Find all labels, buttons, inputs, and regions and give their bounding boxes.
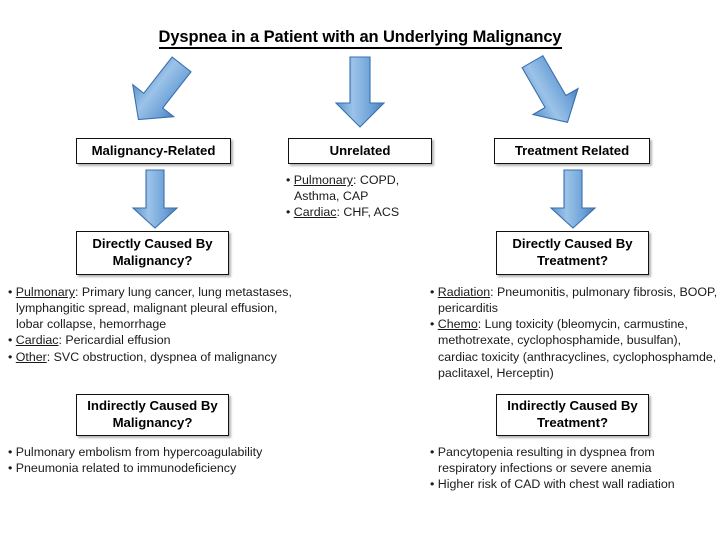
list-item: • Higher risk of CAD with chest wall rad… [430,477,675,492]
list-item: • Pulmonary: Primary lung cancer, lung m… [8,285,292,332]
box-directly-caused-by-treatment[interactable]: Directly Caused By Treatment? [496,231,649,275]
item-text: : Primary lung cancer, lung metastases, … [16,285,292,332]
box-indirectly-caused-by-malignancy-label: Indirectly Caused By Malignancy? [87,398,218,430]
list-item: • Pulmonary embolism from hypercoagulabi… [8,445,263,459]
box-malignancy-related[interactable]: Malignancy-Related [76,138,231,164]
item-text: Pneumonia related to immunodeficiency [15,461,237,476]
malignancy-indirect-items: • Pulmonary embolism from hypercoagulabi… [8,444,313,476]
box-indirectly-caused-by-treatment-label: Indirectly Caused By Treatment? [507,398,638,430]
malignancy-direct-items: • Pulmonary: Primary lung cancer, lung m… [8,284,308,365]
arrow-down-icon [129,168,181,230]
arrow-down-left-icon [118,53,202,131]
box-indirectly-caused-by-malignancy[interactable]: Indirectly Caused By Malignancy? [76,394,229,436]
item-text: : CHF, ACS [336,205,400,220]
list-item: • Chemo: Lung toxicity (bleomycin, carmu… [430,317,717,380]
box-unrelated[interactable]: Unrelated [288,138,432,164]
item-text: : SVC obstruction, dyspnea of malignancy [46,349,277,364]
diagram-title-text: Dyspnea in a Patient with an Underlying … [158,28,562,49]
box-treatment-related[interactable]: Treatment Related [494,138,650,164]
box-indirectly-caused-by-treatment[interactable]: Indirectly Caused By Treatment? [496,394,649,436]
item-label: Chemo [437,317,478,332]
item-label: Cardiac [15,333,59,348]
item-text: Pulmonary embolism from hypercoagulabili… [15,445,263,459]
list-item: • Pancytopenia resulting in dyspnea from… [430,445,655,476]
arrow-down-icon [547,168,599,230]
box-directly-caused-by-malignancy-label: Directly Caused By Malignancy? [92,236,213,268]
item-text: Pancytopenia resulting in dyspnea from r… [437,445,655,476]
box-unrelated-label: Unrelated [329,142,391,158]
item-text: : COPD, Asthma, CAP [294,173,400,204]
arrow-down-right-icon [508,53,592,131]
item-text: : Lung toxicity (bleomycin, carmustine, … [438,317,717,380]
list-item: • Other: SVC obstruction, dyspnea of mal… [8,349,277,364]
diagram-title: Dyspnea in a Patient with an Underlying … [0,28,720,49]
treatment-direct-items: • Radiation: Pneumonitis, pulmonary fibr… [430,284,718,381]
item-text: Higher risk of CAD with chest wall radia… [437,477,675,492]
item-label: Pulmonary [293,173,354,187]
list-item: • Pneumonia related to immunodeficiency [8,461,237,476]
list-item: • Cardiac: CHF, ACS [286,205,400,220]
item-label: Other [15,349,47,364]
box-treatment-related-label: Treatment Related [514,142,630,158]
item-text: : Pericardial effusion [58,333,171,348]
list-item: • Cardiac: Pericardial effusion [8,333,171,348]
arrow-down-icon [332,55,388,129]
item-label: Cardiac [293,205,337,220]
box-directly-caused-by-treatment-label: Directly Caused By Treatment? [512,236,633,268]
item-label: Pulmonary [15,285,76,299]
box-directly-caused-by-malignancy[interactable]: Directly Caused By Malignancy? [76,231,229,275]
item-text: : Pneumonitis, pulmonary fibrosis, BOOP,… [438,285,718,316]
item-label: Radiation [437,285,491,299]
box-malignancy-related-label: Malignancy-Related [91,142,216,158]
unrelated-items: • Pulmonary: COPD, Asthma, CAP • Cardiac… [286,172,436,220]
treatment-indirect-items: • Pancytopenia resulting in dyspnea from… [430,444,715,492]
list-item: • Pulmonary: COPD, Asthma, CAP [286,173,400,204]
list-item: • Radiation: Pneumonitis, pulmonary fibr… [430,285,718,316]
